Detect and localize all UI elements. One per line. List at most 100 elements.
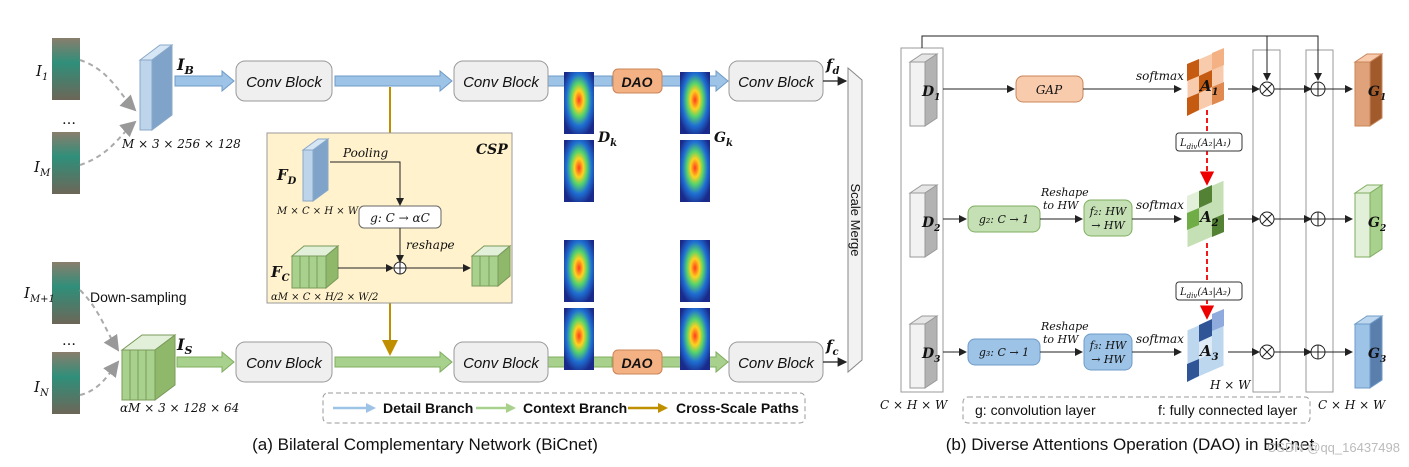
gap-box: GAP	[1015, 75, 1084, 103]
d1-label: D1	[921, 84, 940, 103]
csp-add-icon	[393, 261, 407, 275]
fd-label: fd	[825, 56, 839, 77]
multiply-icon-2	[1259, 211, 1275, 227]
label-i1: I1	[35, 62, 48, 83]
a2-label: A2	[1198, 208, 1219, 229]
svg-text:Ldiv(A₂|A₁): Ldiv(A₂|A₁)	[1179, 138, 1231, 151]
input-image-in	[52, 352, 80, 414]
d2-label: D2	[921, 215, 940, 234]
skip-connection	[921, 35, 1319, 80]
caption-right: (b) Diverse Attentions Operation (DAO) i…	[946, 435, 1315, 454]
svg-text:Conv Block: Conv Block	[246, 355, 323, 372]
csp-g-box: g: C → αC	[358, 205, 442, 229]
attention-map-a3	[1186, 309, 1225, 383]
legend-cross-arrowhead	[658, 403, 668, 413]
d3-label: D3	[921, 346, 940, 365]
svg-text:Conv Block: Conv Block	[246, 74, 323, 91]
dim-bottom: αM × 3 × 128 × 64	[120, 401, 239, 415]
heatmaps-dk	[564, 72, 594, 370]
dim-top: M × 3 × 256 × 128	[121, 137, 241, 151]
a3-label: A3	[1198, 342, 1219, 363]
ldiv-box-1: Ldiv(A₂|A₁)	[1175, 132, 1243, 152]
input-image-im1	[52, 262, 80, 324]
heatmaps-gk	[680, 72, 710, 370]
fc-label: fc	[825, 337, 839, 358]
add-icon-2	[1310, 211, 1326, 227]
input-image-i1	[52, 38, 80, 100]
g2-label: G2	[1368, 215, 1386, 234]
svg-text:DAO: DAO	[621, 355, 652, 371]
f2-box: f₂: HW → HW	[1083, 199, 1133, 237]
scale-merge-label: Scale Merge	[848, 184, 863, 257]
dashed-arrow-im1	[79, 289, 120, 352]
watermark: CSDN @qq_16437498	[1267, 440, 1400, 455]
csp-fd-label: FD	[276, 166, 297, 187]
svg-text:Ldiv(A₃|A₂): Ldiv(A₃|A₂)	[1179, 287, 1231, 300]
attention-map-a1	[1186, 47, 1225, 117]
softmax-2: softmax	[1136, 198, 1184, 212]
legend-f: f: fully connected layer	[1158, 402, 1298, 418]
ellipsis-bottom: …	[62, 333, 76, 349]
csp-fd-volume	[301, 138, 330, 202]
svg-text:Conv Block: Conv Block	[738, 74, 815, 91]
svg-text:g₂: C → 1: g₂: C → 1	[979, 213, 1029, 226]
a1-label: A1	[1198, 77, 1219, 98]
dk-label: Dk	[597, 130, 617, 149]
g3-volume	[1353, 315, 1384, 389]
blue-arrow-1	[174, 69, 235, 93]
csp-fc-dim: αM × C × H/2 × W/2	[271, 292, 378, 303]
d3-volume	[908, 315, 939, 389]
d1-volume	[908, 53, 939, 127]
ellipsis-top: …	[62, 112, 76, 128]
attention-map-a2	[1186, 179, 1225, 249]
conv-block-bottom-2: Conv Block	[453, 341, 549, 383]
dashed-arrow-in	[79, 360, 120, 396]
g2-volume	[1353, 184, 1384, 258]
csp-fc-volume	[290, 244, 340, 290]
legend-detail: Detail Branch	[383, 400, 473, 416]
csp-out-volume	[470, 244, 512, 288]
csp-title: CSP	[476, 142, 508, 158]
blue-arrow-2	[334, 69, 453, 93]
gk-label: Gk	[714, 130, 733, 149]
caption-left: (a) Bilateral Complementary Network (BiC…	[252, 435, 598, 454]
svg-text:Conv Block: Conv Block	[463, 355, 540, 372]
input-image-im	[52, 132, 80, 194]
dim-right: C × H × W	[1318, 398, 1387, 412]
reshape-3: Reshape	[1040, 320, 1089, 333]
label-im1: IM+1	[23, 284, 55, 305]
ldiv-box-2: Ldiv(A₃|A₂)	[1175, 281, 1243, 301]
svg-text:f₂: HW: f₂: HW	[1089, 205, 1128, 218]
svg-text:→ HW: → HW	[1091, 353, 1126, 366]
is-label: IS	[176, 335, 192, 357]
scale-merge-block	[847, 66, 863, 374]
legend-box	[322, 392, 806, 424]
dashed-arrow-im	[79, 120, 137, 166]
legend-cross: Cross-Scale Paths	[676, 400, 799, 416]
svg-text:Conv Block: Conv Block	[463, 74, 540, 91]
dim-left: C × H × W	[880, 398, 949, 412]
csp-reshape: reshape	[406, 238, 455, 252]
g3-box: g₃: C → 1	[967, 338, 1041, 366]
dao-box-top: DAO	[612, 68, 663, 94]
multiply-icon-3	[1259, 344, 1275, 360]
feature-volume-is	[120, 334, 177, 401]
g1-volume	[1353, 53, 1384, 127]
add-icon-1	[1310, 81, 1326, 97]
legend-context: Context Branch	[523, 400, 627, 416]
conv-block-top-2: Conv Block	[453, 60, 549, 102]
conv-block-bottom-1: Conv Block	[235, 341, 333, 383]
csp-fd-dim: M × C × H × W	[276, 206, 359, 217]
legend-g: g: convolution layer	[975, 402, 1096, 418]
g3-label: G3	[1368, 346, 1386, 365]
feature-volume-ib	[138, 44, 174, 131]
softmax-1: softmax	[1136, 69, 1184, 83]
hw-label: H × W	[1209, 378, 1252, 392]
softmax-3: softmax	[1136, 332, 1184, 346]
dashed-arrow-i1	[79, 59, 137, 112]
csp-pooling: Pooling	[342, 146, 388, 160]
conv-block-bottom-3: Conv Block	[728, 341, 824, 383]
multiply-icon-1	[1259, 81, 1275, 97]
to-hw-3: to HW	[1043, 333, 1080, 346]
